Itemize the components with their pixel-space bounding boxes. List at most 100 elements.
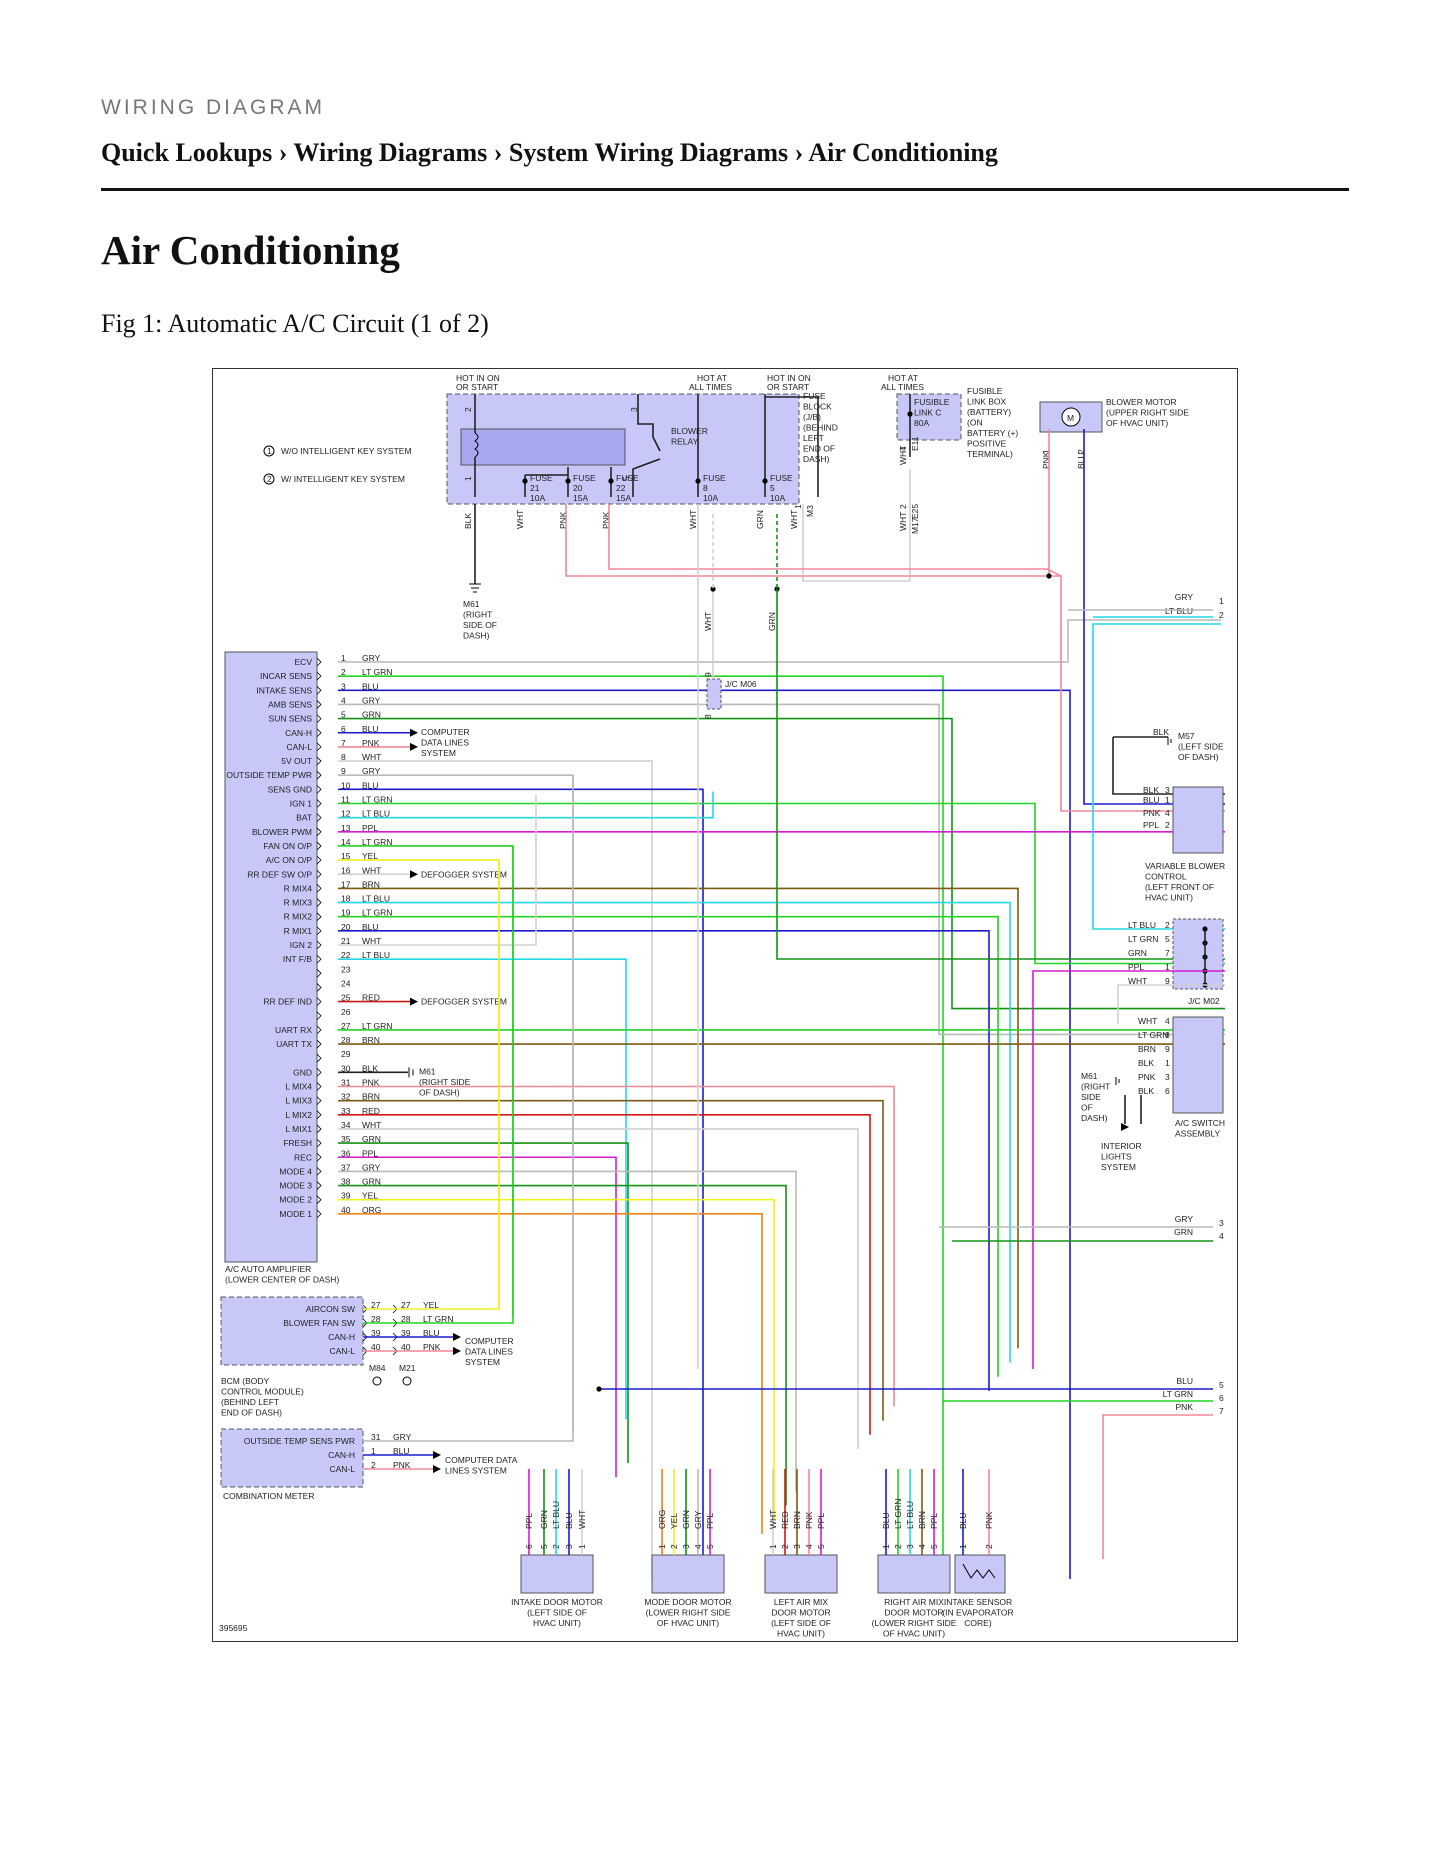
- wire-code: GRN: [767, 612, 777, 631]
- fuse-label: FUSE: [770, 473, 793, 483]
- bcm-pin-label: AIRCON SW: [306, 1304, 355, 1314]
- junction-m06: [706, 678, 722, 710]
- fuse-terminal: [608, 478, 614, 484]
- amp-pin-number: 16: [341, 865, 351, 875]
- computer-data-label: LINES SYSTEM: [445, 1466, 507, 1476]
- motor-label-3: HVAC UNIT): [777, 1629, 825, 1639]
- wire-code: WHT: [789, 510, 799, 529]
- amp-pin-number: 29: [341, 1049, 351, 1059]
- wire-code: PNK: [804, 1511, 814, 1529]
- junction-label: J/C M02: [1188, 996, 1220, 1006]
- page-title: Air Conditioning: [101, 227, 400, 273]
- amp-wire-11: [338, 802, 1225, 965]
- amp-pin-label: REC: [294, 1152, 312, 1162]
- amp-pin-number: 37: [341, 1162, 351, 1172]
- bcm-label: END OF DASH): [221, 1408, 282, 1418]
- motor-box-1: [520, 1554, 594, 1594]
- amp-pin-label: CAN-H: [285, 728, 312, 738]
- combination-meter-box: [220, 1428, 364, 1488]
- wire: [776, 589, 1225, 960]
- motor-label-3: LEFT AIR MIX: [774, 1597, 828, 1607]
- legend-marker: 2: [267, 474, 272, 484]
- pin-number: 2: [898, 504, 908, 509]
- connector-id: M17: [910, 517, 920, 534]
- hot-label: ALL TIMES: [689, 382, 732, 392]
- wire-code: BRN: [792, 1511, 802, 1529]
- wire-code: GRN: [755, 510, 765, 529]
- connector-icon: [316, 855, 322, 865]
- pin-number: 2: [893, 1544, 903, 1549]
- amp-wire-38: [338, 1184, 787, 1506]
- feed-wire: [765, 396, 819, 497]
- amp-wire-22: [338, 958, 627, 1420]
- pin-number: 4: [1165, 808, 1170, 818]
- offpage-wire-code: BLU: [1176, 1376, 1193, 1386]
- pin-number: 1: [371, 1446, 376, 1456]
- wire-code: PNK: [1143, 808, 1161, 818]
- legend-marker: [372, 1376, 382, 1386]
- amp-pin-label: L MIX4: [285, 1082, 312, 1092]
- pin-number: 2: [780, 1544, 790, 1549]
- wire-code: BLU: [362, 780, 379, 790]
- amp-pin-label: BLOWER PWM: [252, 827, 312, 837]
- ac-switch-label: ASSEMBLY: [1175, 1129, 1221, 1139]
- pin-number: 4: [804, 1544, 814, 1549]
- pin-number: 39: [371, 1328, 381, 1338]
- fuse-label: 21: [530, 483, 540, 493]
- ground-label: M57: [1178, 731, 1195, 741]
- ac-amplifier-box: [224, 651, 318, 1263]
- ground-label: M61: [1081, 1071, 1098, 1081]
- pin-number: 9: [1165, 1044, 1170, 1054]
- wire-code: BRN: [1138, 1044, 1156, 1054]
- offpage-number: 3: [1219, 1218, 1224, 1228]
- motor-label-2: MODE DOOR MOTOR: [644, 1597, 731, 1607]
- fuse-label: 10A: [703, 493, 718, 503]
- wire-code: LT BLU: [362, 894, 390, 904]
- amp-pin-label: RR DEF SW O/P: [247, 869, 312, 879]
- hot-label: ALL TIMES: [881, 382, 924, 392]
- bcm-label: (BEHIND LEFT: [221, 1397, 279, 1407]
- breadcrumb[interactable]: Quick Lookups › Wiring Diagrams › System…: [101, 138, 998, 167]
- connector-icon: [316, 1167, 322, 1176]
- wire-code: GRY: [362, 1162, 381, 1172]
- pin-number: 8: [703, 714, 713, 719]
- amp-pin-label: BAT: [296, 813, 312, 823]
- amp-wire-18: [338, 901, 1011, 1363]
- pin-number: 5: [929, 1544, 939, 1549]
- connector-icon: [316, 1110, 322, 1120]
- amp-pin-number: 17: [341, 879, 351, 889]
- connector-icon: [316, 1068, 322, 1077]
- motor-label-5: INTAKE SENSOR: [944, 1597, 1012, 1607]
- wire-code: PPL: [362, 823, 378, 833]
- wire-code: LT GRN: [362, 795, 392, 805]
- wire-code: LT GRN: [362, 1021, 392, 1031]
- pin-number: 3: [629, 407, 639, 412]
- ground-label: OF DASH): [1178, 752, 1219, 762]
- amp-pin-label: IGN 2: [290, 940, 312, 950]
- amp-wire-33: [338, 1113, 871, 1435]
- motor-label-2: OF HVAC UNIT): [657, 1618, 719, 1628]
- amp-wire-21: [338, 795, 537, 946]
- pin-number: 27: [401, 1300, 411, 1310]
- amp-pin-number: 13: [341, 823, 351, 833]
- bcm-box: [220, 1296, 364, 1366]
- wire-code: GRN: [1128, 948, 1147, 958]
- amp-pin-number: 9: [341, 766, 346, 776]
- amp-pin-number: 23: [341, 964, 351, 974]
- wire-code: BRN: [362, 1035, 380, 1045]
- wire: [363, 845, 514, 1324]
- connector-icon: [316, 1011, 322, 1021]
- pin-number: 3: [1165, 1072, 1170, 1082]
- amp-pin-label: R MIX1: [284, 926, 313, 936]
- pin-number: 1: [958, 1544, 968, 1549]
- pin-number: 2: [551, 1544, 561, 1549]
- amp-pin-label: R MIX2: [284, 912, 313, 922]
- pin-number: 5: [816, 1544, 826, 1549]
- amp-pin-label: SENS GND: [268, 784, 312, 794]
- pin-number: 28: [371, 1314, 381, 1324]
- amp-wire-19: [338, 915, 999, 1377]
- amp-pin-number: 3: [341, 681, 346, 691]
- feed-wire: [525, 467, 569, 476]
- hot-label: HOT AT: [697, 373, 727, 383]
- connector-icon: [316, 700, 322, 709]
